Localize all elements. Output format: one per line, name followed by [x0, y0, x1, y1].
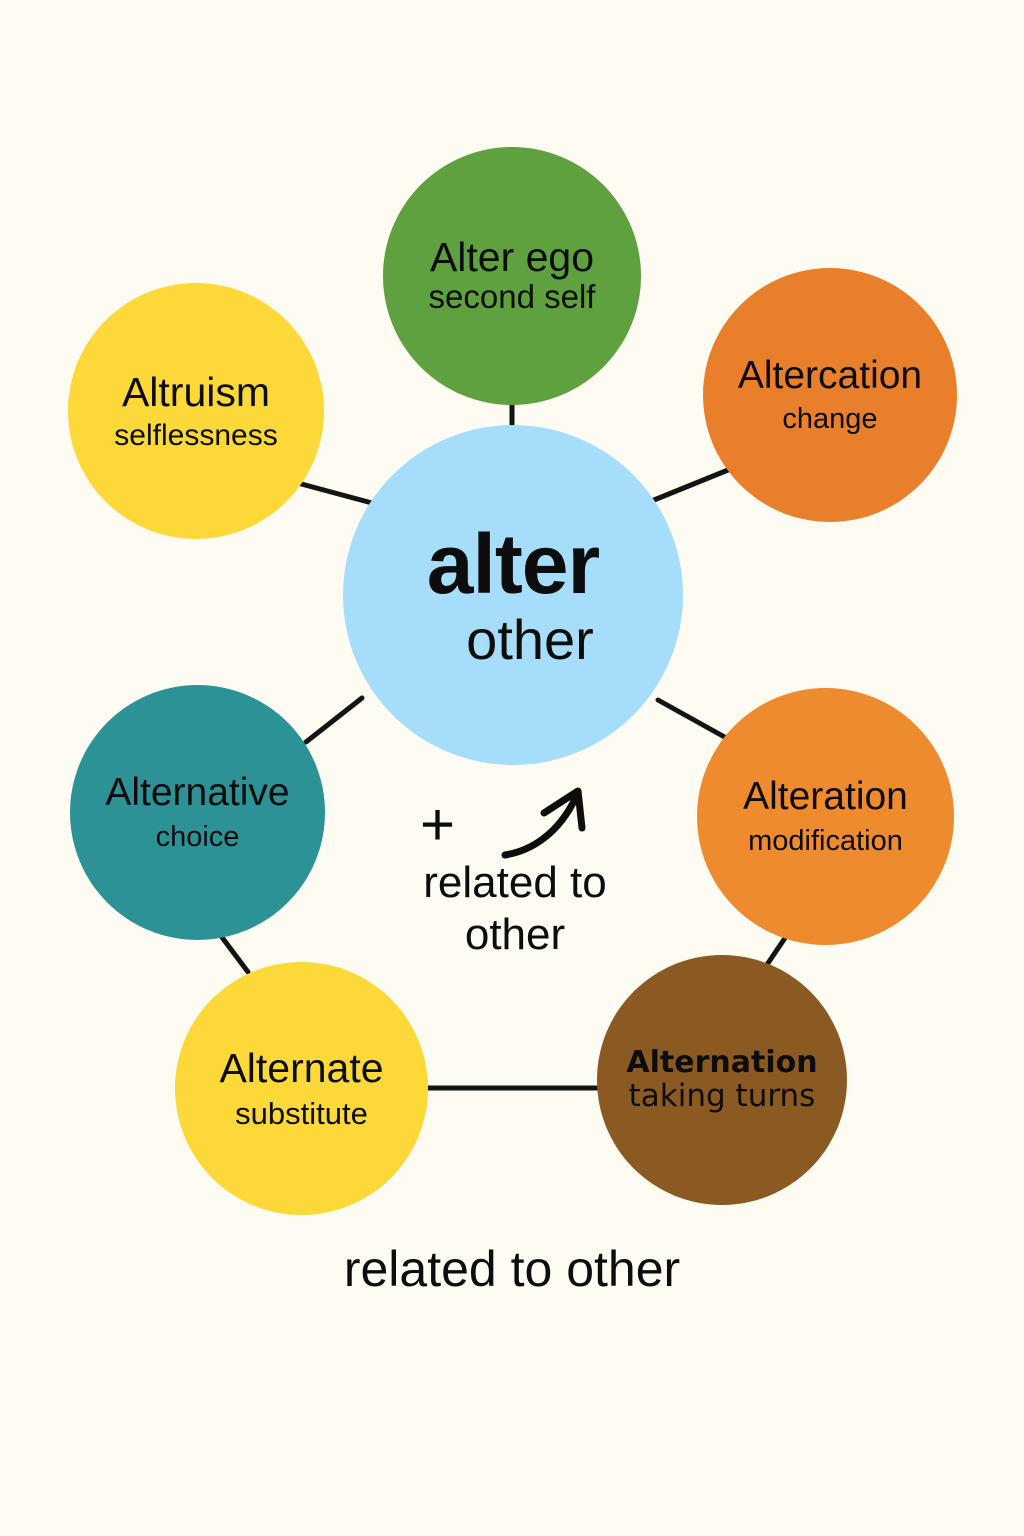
node-term: Alternative — [105, 771, 290, 815]
curved-arrow-icon — [501, 787, 586, 859]
center-gloss: other — [466, 607, 594, 671]
node-alternative[interactable]: Alternative choice — [70, 685, 325, 940]
node-gloss: second self — [428, 277, 596, 315]
bottom-caption: related to other — [343, 1241, 681, 1297]
node-term: Alternation — [626, 1045, 818, 1081]
node-term: Alter ego — [429, 234, 595, 281]
edge-center-altercation — [651, 467, 731, 503]
node-alter-ego[interactable]: Alter ego second self — [383, 147, 641, 405]
node-gloss: taking turns — [628, 1078, 816, 1115]
node-term: Altercation — [737, 353, 923, 397]
node-center-alter[interactable]: alter other — [343, 425, 683, 765]
edge-center-altruism — [291, 479, 375, 506]
annotation-text: related to other — [423, 858, 607, 959]
node-alternation[interactable]: Alternation taking turns — [597, 955, 847, 1205]
edge-center-alteration — [655, 697, 733, 743]
node-gloss: choice — [155, 820, 240, 853]
node-altruism[interactable]: Altruism selflessness — [68, 283, 324, 539]
node-gloss: change — [782, 403, 878, 436]
node-altercation[interactable]: Altercation change — [703, 268, 957, 522]
node-gloss: selflessness — [114, 418, 278, 452]
node-term: Alteration — [743, 775, 908, 819]
edge-center-alternative — [303, 695, 365, 745]
node-gloss: substitute — [235, 1095, 368, 1131]
node-alteration[interactable]: Alteration modification — [697, 688, 954, 945]
node-term: Alternate — [219, 1045, 384, 1092]
node-term: Altruism — [121, 369, 271, 416]
center-term: alter — [426, 517, 600, 612]
node-gloss: modification — [748, 824, 903, 857]
plus-sign: + — [420, 791, 456, 858]
node-alternate[interactable]: Alternate substitute — [175, 962, 428, 1215]
